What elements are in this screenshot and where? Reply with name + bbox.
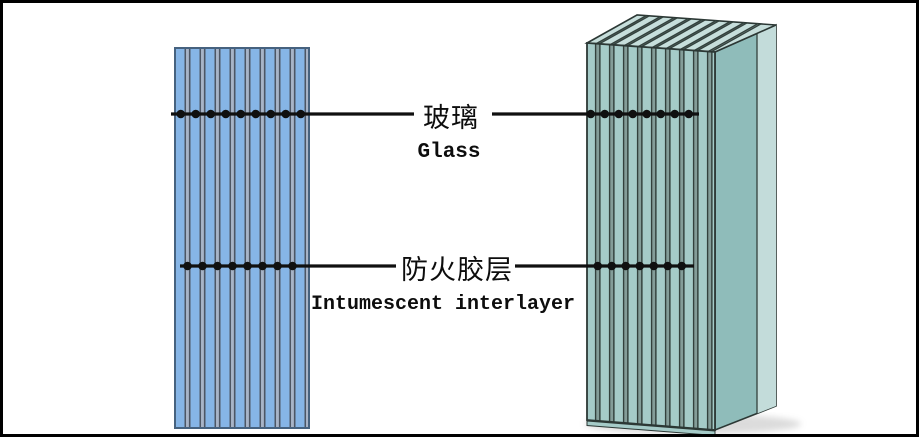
top-face-layer-line xyxy=(710,23,762,53)
callout-dot xyxy=(296,109,306,119)
callout-dot xyxy=(251,109,261,119)
top-face-layer-line xyxy=(637,17,689,48)
top-face-layer-line xyxy=(707,22,759,53)
callout-dot xyxy=(191,109,201,119)
fireproof-glass-diagram: 玻璃 Glass 防火胶层 Intumescent interlayer xyxy=(171,14,801,434)
laminated-glass-3d-view xyxy=(584,14,777,434)
top-face-layer-line xyxy=(668,20,720,50)
callout-dot xyxy=(684,109,694,119)
callout-dot xyxy=(183,261,192,271)
top-face-layer-lines xyxy=(595,15,762,53)
callout-dot xyxy=(621,261,631,271)
callout-dot xyxy=(635,261,645,271)
callout-dot xyxy=(586,109,596,119)
callout-dot xyxy=(236,109,246,119)
interlayer-label-zh: 防火胶层 xyxy=(401,255,513,285)
callout-dot xyxy=(206,109,216,119)
top-face-layer-line xyxy=(626,17,678,47)
callout-dot xyxy=(281,109,291,119)
callout-dot xyxy=(614,109,624,119)
callout-dot xyxy=(656,109,666,119)
top-face-layer-line xyxy=(696,22,748,52)
top-face-layer-line xyxy=(612,16,664,46)
top-face-layer-line xyxy=(679,20,731,51)
callout-dot xyxy=(288,261,297,271)
top-face-layer-line xyxy=(654,19,706,49)
callout-dot xyxy=(228,261,237,271)
callout-dot xyxy=(607,261,617,271)
top-face-layer-line xyxy=(682,21,734,51)
top-face-layer-line xyxy=(665,19,717,50)
top-face-layer-line xyxy=(609,15,661,46)
callout-dot xyxy=(198,261,207,271)
cross-section-2d-view xyxy=(174,47,310,429)
callout-dot xyxy=(176,109,186,119)
outer-pane-highlight xyxy=(757,25,776,414)
callout-dot xyxy=(266,109,276,119)
callout-dot xyxy=(243,261,252,271)
callout-dot xyxy=(649,261,659,271)
glass-label-zh: 玻璃 xyxy=(423,103,479,133)
callout-dot xyxy=(677,261,687,271)
top-face-layer-line xyxy=(598,15,650,45)
top-face-layer-line xyxy=(595,15,647,45)
top-face-layer-line xyxy=(623,16,675,47)
callout-dot xyxy=(600,109,610,119)
callout-dot xyxy=(593,261,603,271)
callout-dot xyxy=(663,261,673,271)
callout-dot xyxy=(213,261,222,271)
interlayer-label-en: Intumescent interlayer xyxy=(311,293,575,316)
glass-label-en: Glass xyxy=(417,141,480,164)
callout-dots xyxy=(176,109,694,271)
top-face-layer-line xyxy=(693,21,745,52)
callout-dot xyxy=(628,109,638,119)
top-face-layer-line xyxy=(640,18,692,48)
callout-dot xyxy=(642,109,652,119)
callout-dot xyxy=(258,261,267,271)
pane-bottom-edges xyxy=(586,420,716,434)
front-layered-face xyxy=(586,42,716,431)
top-face-layer-line xyxy=(651,18,703,49)
callout-dot xyxy=(670,109,680,119)
callout-dot xyxy=(273,261,282,271)
callout-dot xyxy=(221,109,231,119)
